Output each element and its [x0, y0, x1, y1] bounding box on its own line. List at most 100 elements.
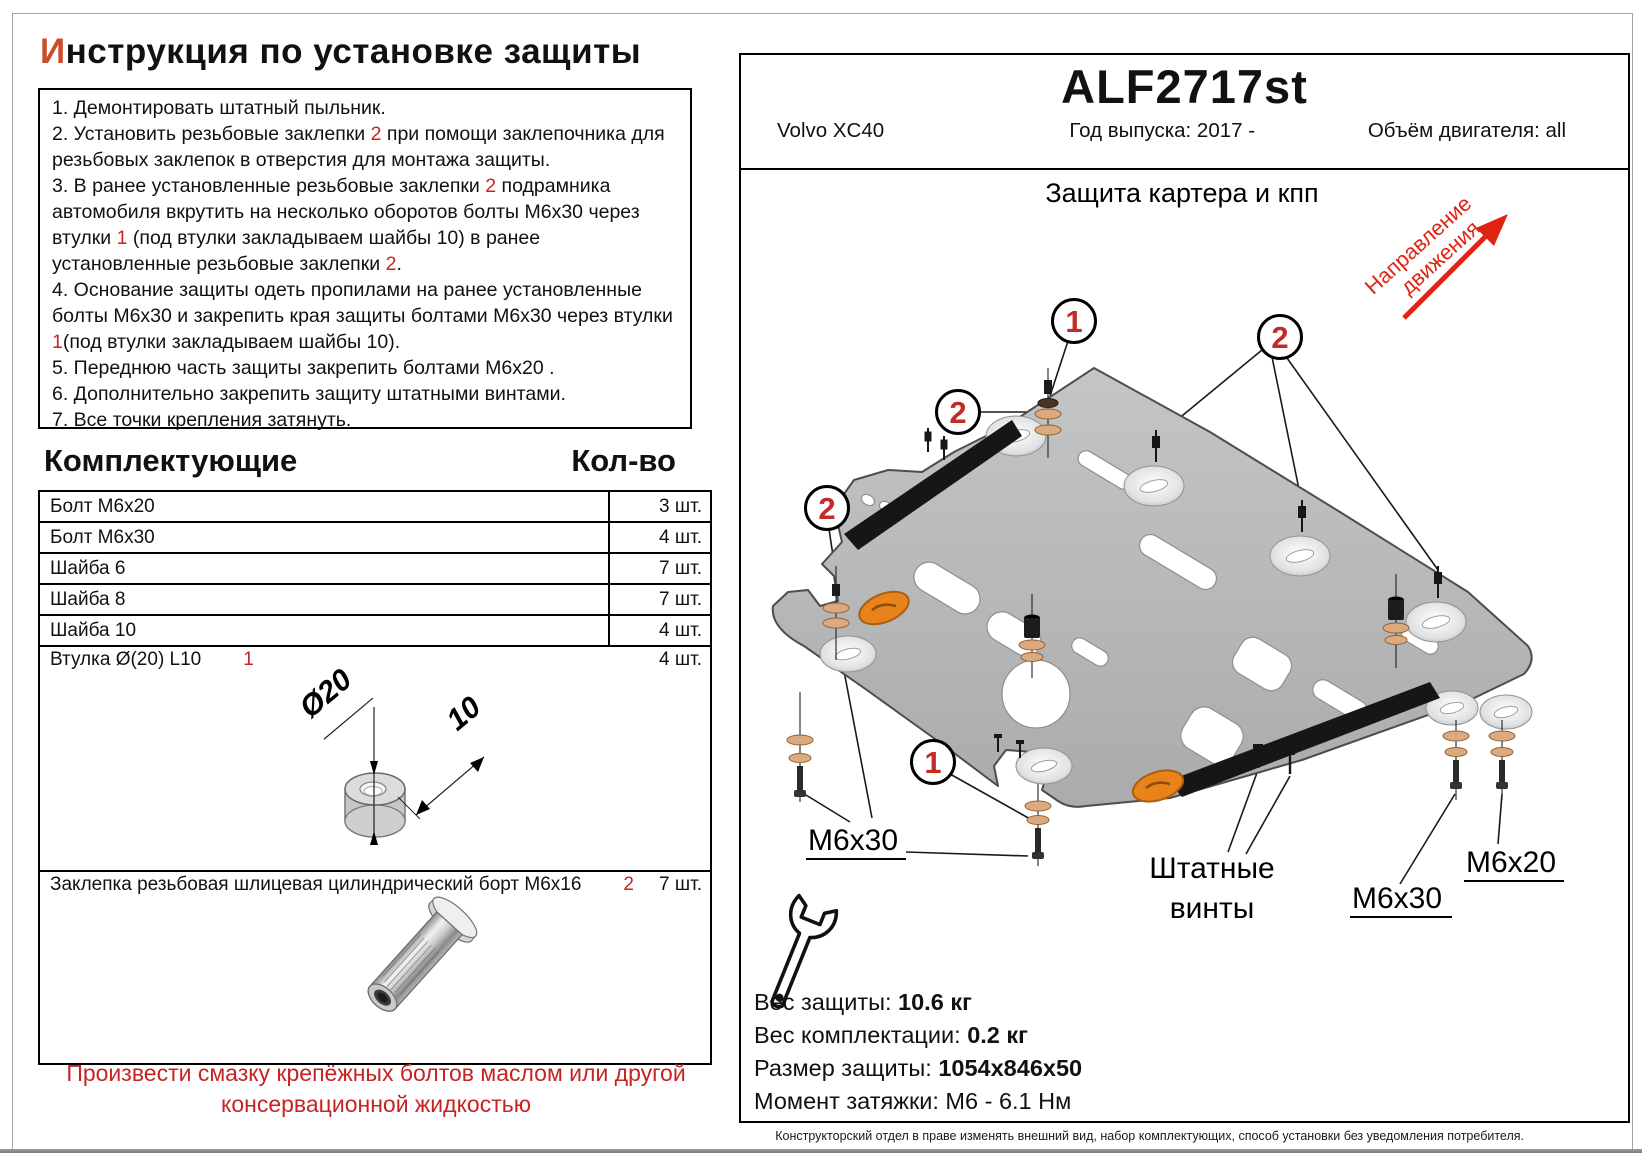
edge-strip-front: [844, 420, 1022, 550]
parts-table: Болт М6х20 3 шт. Болт М6х30 4 шт. Шайба …: [38, 490, 712, 1065]
part-name: Втулка Ø(20) L10: [50, 649, 202, 670]
bolt-assembly-right-m6x20: [1488, 730, 1516, 789]
specs-block: Вес защиты: 10.6 кг Вес комплектации: 0.…: [754, 986, 1082, 1118]
part-qty: 7 шт.: [608, 552, 712, 585]
mount-domes: [819, 415, 1533, 785]
svg-text:2: 2: [818, 491, 835, 526]
part-ref: 1: [243, 649, 254, 670]
wrench-icon: [770, 893, 839, 1009]
callout-1-bottom: 1: [910, 739, 956, 785]
vehicle-engine: Объём двигателя: all: [1367, 119, 1566, 142]
callouts: 1 2 2 2 1: [804, 298, 1303, 785]
length-dimension: 10: [397, 690, 488, 820]
bracket-pins: [924, 428, 948, 460]
spec-kit-weight: Вес комплектации: 0.2 кг: [754, 1022, 1028, 1048]
rivet-nut-image: [280, 878, 560, 1054]
spec-size: Размер защиты: 1054x846x50: [754, 1055, 1083, 1081]
parts-header: Комплектующие: [44, 443, 298, 478]
part-qty: 7 шт.: [608, 583, 712, 616]
direction-arrow: Направление движения: [1360, 191, 1508, 320]
spec-torque: Момент затяжки: М6 - 6.1 Нм: [754, 1088, 1072, 1114]
svg-text:10: 10: [441, 690, 488, 737]
rivet-pins: [1152, 430, 1442, 598]
drawing-title: Защита картера и кпп: [1045, 178, 1318, 208]
part-qty: 4 шт.: [608, 614, 712, 647]
svg-text:1: 1: [1065, 304, 1082, 339]
edge-strip-rear: [1168, 682, 1440, 797]
instruction-step: 2. Установить резьбовые заклепки 2 при п…: [52, 123, 665, 171]
part-qty: 4 шт.: [608, 521, 712, 554]
sleeve-drawing: Ø20 10: [270, 649, 570, 867]
sleeve-assembly-right: [1382, 596, 1410, 645]
part-name: Шайба 10: [38, 614, 610, 647]
sleeve-cell: Втулка Ø(20) L10 1 4 шт.: [38, 645, 712, 872]
callout-2-top-left: 2: [935, 389, 981, 435]
sleeve-assembly-center: [1018, 614, 1046, 662]
label-m6x20: M6x20: [1466, 846, 1556, 879]
part-name: Болт М6х20: [38, 490, 610, 523]
technical-drawing: Защита картера и кпп Направление движени…: [770, 178, 1564, 1009]
bolt-assembly-below-left: [786, 734, 814, 797]
lubrication-warning: Произвести смазку крепёжных болтов масло…: [66, 1060, 686, 1117]
table-row-sleeve: Втулка Ø(20) L10 1 4 шт.: [38, 645, 712, 872]
spec-panel: ALF2717st Volvo XC40 Год выпуска: 2017 -…: [739, 53, 1630, 1123]
callout-1-top: 1: [1051, 298, 1097, 344]
table-row-rivet: Заклепка резьбовая шлицевая цилиндрическ…: [38, 870, 712, 1065]
part-qty: 4 шт.: [659, 649, 702, 670]
instruction-step: 3. В ранее установленные резьбовые закле…: [52, 175, 640, 275]
table-row: Болт М6х20 3 шт.: [38, 490, 712, 523]
instruction-step: 6. Дополнительно закрепить защиту штатны…: [52, 383, 566, 405]
title-accent-letter: И: [40, 32, 66, 71]
bolt-assembly-left: [822, 584, 850, 629]
brand-logo: [858, 590, 1185, 803]
vehicle-year: Год выпуска: 2017 -: [1069, 119, 1256, 142]
oem-screws: [994, 734, 1295, 774]
part-ref: 2: [623, 874, 634, 895]
vehicle-row: Volvo XC40 Год выпуска: 2017 - Объём дви…: [741, 119, 1628, 149]
bolt-assembly-below-center: [1024, 800, 1052, 859]
instruction-step: 7. Все точки крепления затянуть.: [52, 409, 352, 431]
label-oem-screws-2: винты: [1170, 892, 1255, 925]
qty-header: Кол-во: [571, 443, 676, 478]
title-rest: нструкция по установке защиты: [65, 32, 642, 71]
vehicle-name: Volvo XC40: [777, 119, 885, 142]
bolt-assembly-top: [1034, 380, 1062, 436]
table-row: Шайба 10 4 шт.: [38, 614, 712, 647]
page-bottom-edge: [0, 1149, 1642, 1153]
leader-lines: [805, 340, 1503, 885]
table-row: Шайба 8 7 шт.: [38, 583, 712, 616]
svg-text:Ø20: Ø20: [294, 663, 359, 725]
instruction-step: 1. Демонтировать штатный пыльник.: [52, 97, 386, 119]
parts-header-row: Комплектующие Кол-во: [44, 443, 676, 479]
label-oem-screws-1: Штатные: [1149, 852, 1274, 885]
rivet-cell: Заклепка резьбовая шлицевая цилиндрическ…: [38, 870, 712, 1065]
part-name: Болт М6х30: [38, 521, 610, 554]
table-row: Шайба 6 7 шт.: [38, 552, 712, 585]
page-title: Инструкция по установке защиты: [40, 32, 641, 72]
part-name: Шайба 8: [38, 583, 610, 616]
part-name: Заклепка резьбовая шлицевая цилиндрическ…: [50, 874, 582, 895]
svg-text:1: 1: [924, 745, 941, 780]
part-name: Шайба 6: [38, 552, 610, 585]
bolt-labels: M6x30 Штатные винты M6x30 M6x20: [806, 824, 1564, 925]
instruction-step: 4. Основание защиты одеть пропилами на р…: [52, 279, 673, 353]
bolt-assembly-right-m6x30: [1442, 730, 1470, 789]
part-number: ALF2717st: [1061, 60, 1308, 113]
instructions-box: 1. Демонтировать штатный пыльник. 2. Уста…: [38, 88, 692, 431]
callout-2-top-right: 2: [1257, 314, 1303, 360]
spec-weight: Вес защиты: 10.6 кг: [754, 989, 972, 1015]
svg-text:2: 2: [1271, 320, 1288, 355]
table-row: Болт М6х30 4 шт.: [38, 521, 712, 554]
part-qty: 3 шт.: [608, 490, 712, 523]
svg-text:2: 2: [949, 395, 966, 430]
skid-plate: [771, 367, 1533, 808]
label-m6x30-left: M6x30: [808, 824, 898, 857]
fine-print: Конструкторский отдел в праве изменять в…: [775, 1129, 1524, 1143]
part-qty: 7 шт.: [659, 874, 702, 895]
panel-header: ALF2717st Volvo XC40 Год выпуска: 2017 -…: [741, 55, 1628, 170]
fastener-assemblies: [786, 368, 1516, 866]
label-m6x30-right: M6x30: [1352, 882, 1442, 915]
instruction-step: 5. Переднюю часть защиты закрепить болта…: [52, 357, 555, 379]
callout-2-left: 2: [804, 485, 850, 531]
